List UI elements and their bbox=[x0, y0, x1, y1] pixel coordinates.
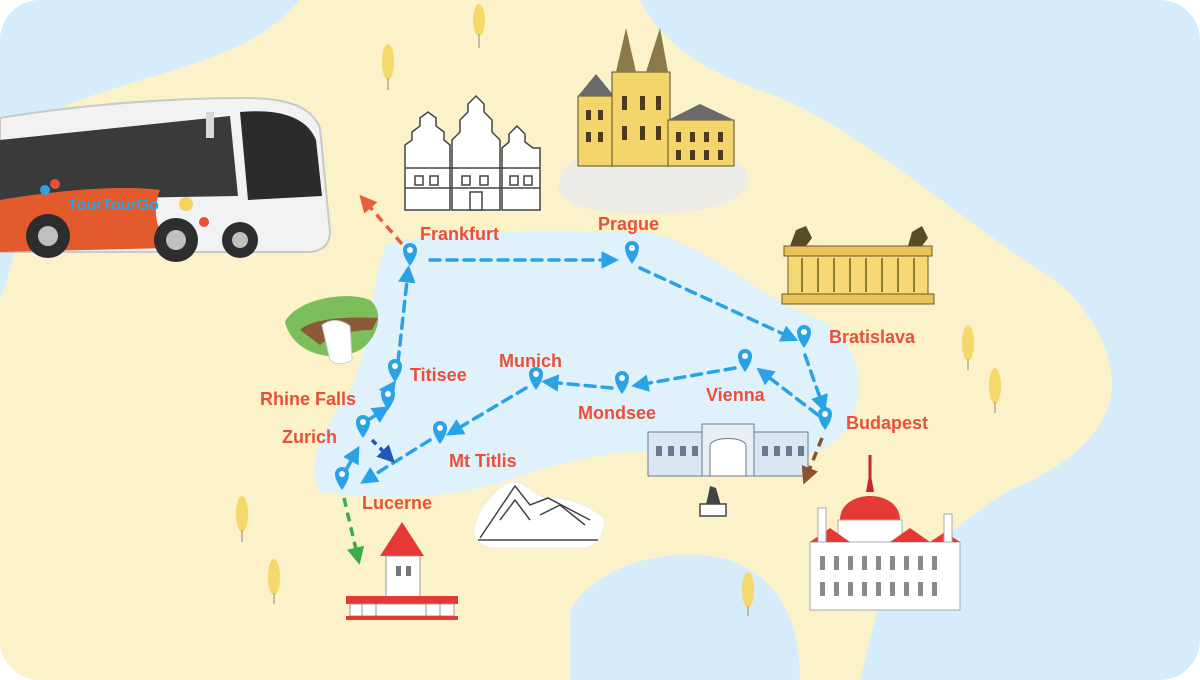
stop-mt-titlis[interactable]: Mt Titlis bbox=[433, 421, 517, 471]
stop-label: Titisee bbox=[410, 365, 467, 385]
zurich-arrow bbox=[370, 438, 395, 463]
end-arrow bbox=[342, 497, 365, 565]
budapest-arrow bbox=[801, 437, 824, 485]
stop-prague[interactable]: Prague bbox=[598, 214, 659, 264]
bus-brand-logo: TourTourGo bbox=[68, 197, 159, 214]
vienna-palace-icon bbox=[647, 423, 809, 517]
stop-label: Budapest bbox=[846, 413, 928, 433]
stop-titisee[interactable]: Titisee bbox=[388, 359, 467, 385]
stop-label: Prague bbox=[598, 214, 659, 234]
tree-icon bbox=[962, 325, 974, 370]
stop-rhine-falls[interactable]: Rhine Falls bbox=[260, 387, 395, 410]
mountain-icon bbox=[473, 481, 605, 549]
chapel-bridge-tower-icon bbox=[346, 522, 458, 620]
route-vienna-mondsee bbox=[631, 366, 737, 392]
route-munich-mttitlis bbox=[445, 386, 528, 436]
stop-label: Rhine Falls bbox=[260, 389, 356, 409]
sea-corner-top-left bbox=[0, 0, 300, 160]
map-pin-icon bbox=[615, 371, 629, 394]
bratislava-monument-icon bbox=[781, 226, 935, 305]
stop-frankfurt[interactable]: Frankfurt bbox=[403, 224, 499, 266]
waterfall-icon bbox=[285, 296, 379, 365]
stop-mondsee[interactable]: Mondsee bbox=[578, 371, 656, 423]
tree-icon bbox=[742, 572, 754, 616]
stop-label: Frankfurt bbox=[420, 224, 499, 244]
tree-icon bbox=[268, 559, 280, 604]
map-pin-icon bbox=[381, 387, 395, 410]
map-pin-icon bbox=[356, 415, 370, 438]
map-pin-icon bbox=[433, 421, 447, 444]
stop-label: Mt Titlis bbox=[449, 451, 517, 471]
stop-label: Munich bbox=[499, 351, 562, 371]
prague-tyn-church-icon bbox=[577, 28, 735, 167]
tree-icon bbox=[236, 496, 248, 542]
stop-label: Lucerne bbox=[362, 493, 432, 513]
map-pin-icon bbox=[797, 325, 811, 348]
stop-bratislava[interactable]: Bratislava bbox=[797, 325, 916, 348]
map-pin-icon bbox=[388, 359, 402, 382]
stop-budapest[interactable]: Budapest bbox=[818, 407, 928, 433]
map-pin-icon bbox=[403, 243, 417, 266]
route-titisee-frankfurt bbox=[396, 265, 416, 364]
stop-label: Vienna bbox=[706, 385, 766, 405]
tree-icon bbox=[473, 4, 485, 48]
map-pin-icon bbox=[335, 467, 349, 490]
map-pin-icon bbox=[625, 241, 639, 264]
tree-icon bbox=[989, 368, 1001, 413]
stop-vienna[interactable]: Vienna bbox=[706, 349, 766, 405]
route-zurich-rhinefalls bbox=[366, 406, 390, 423]
route-prague-bratislava bbox=[638, 266, 799, 342]
tour-bus-icon: TourTourGo bbox=[0, 96, 332, 262]
map-pin-icon bbox=[818, 407, 832, 430]
frankfurt-romerberg-icon bbox=[404, 94, 541, 211]
tree-icon bbox=[382, 44, 394, 90]
route-mttitlis-lucerne bbox=[360, 438, 432, 484]
budapest-parliament-icon bbox=[809, 455, 961, 611]
route-mondsee-munich bbox=[541, 374, 614, 392]
map-pin-icon bbox=[529, 367, 543, 390]
route-budapest-vienna bbox=[756, 367, 820, 417]
trees bbox=[236, 4, 1001, 616]
route-lucerne-zurich bbox=[343, 445, 360, 472]
cloud-shape bbox=[558, 151, 748, 214]
exit-arrow bbox=[359, 194, 404, 246]
stop-label: Mondsee bbox=[578, 403, 656, 423]
stop-label: Bratislava bbox=[829, 327, 916, 347]
stop-zurich[interactable]: Zurich bbox=[282, 415, 370, 447]
map-pin-icon bbox=[738, 349, 752, 372]
stop-munich[interactable]: Munich bbox=[499, 351, 562, 390]
stop-lucerne[interactable]: Lucerne bbox=[335, 467, 432, 513]
route-bratislava-budapest bbox=[803, 353, 828, 413]
stop-label: Zurich bbox=[282, 427, 337, 447]
